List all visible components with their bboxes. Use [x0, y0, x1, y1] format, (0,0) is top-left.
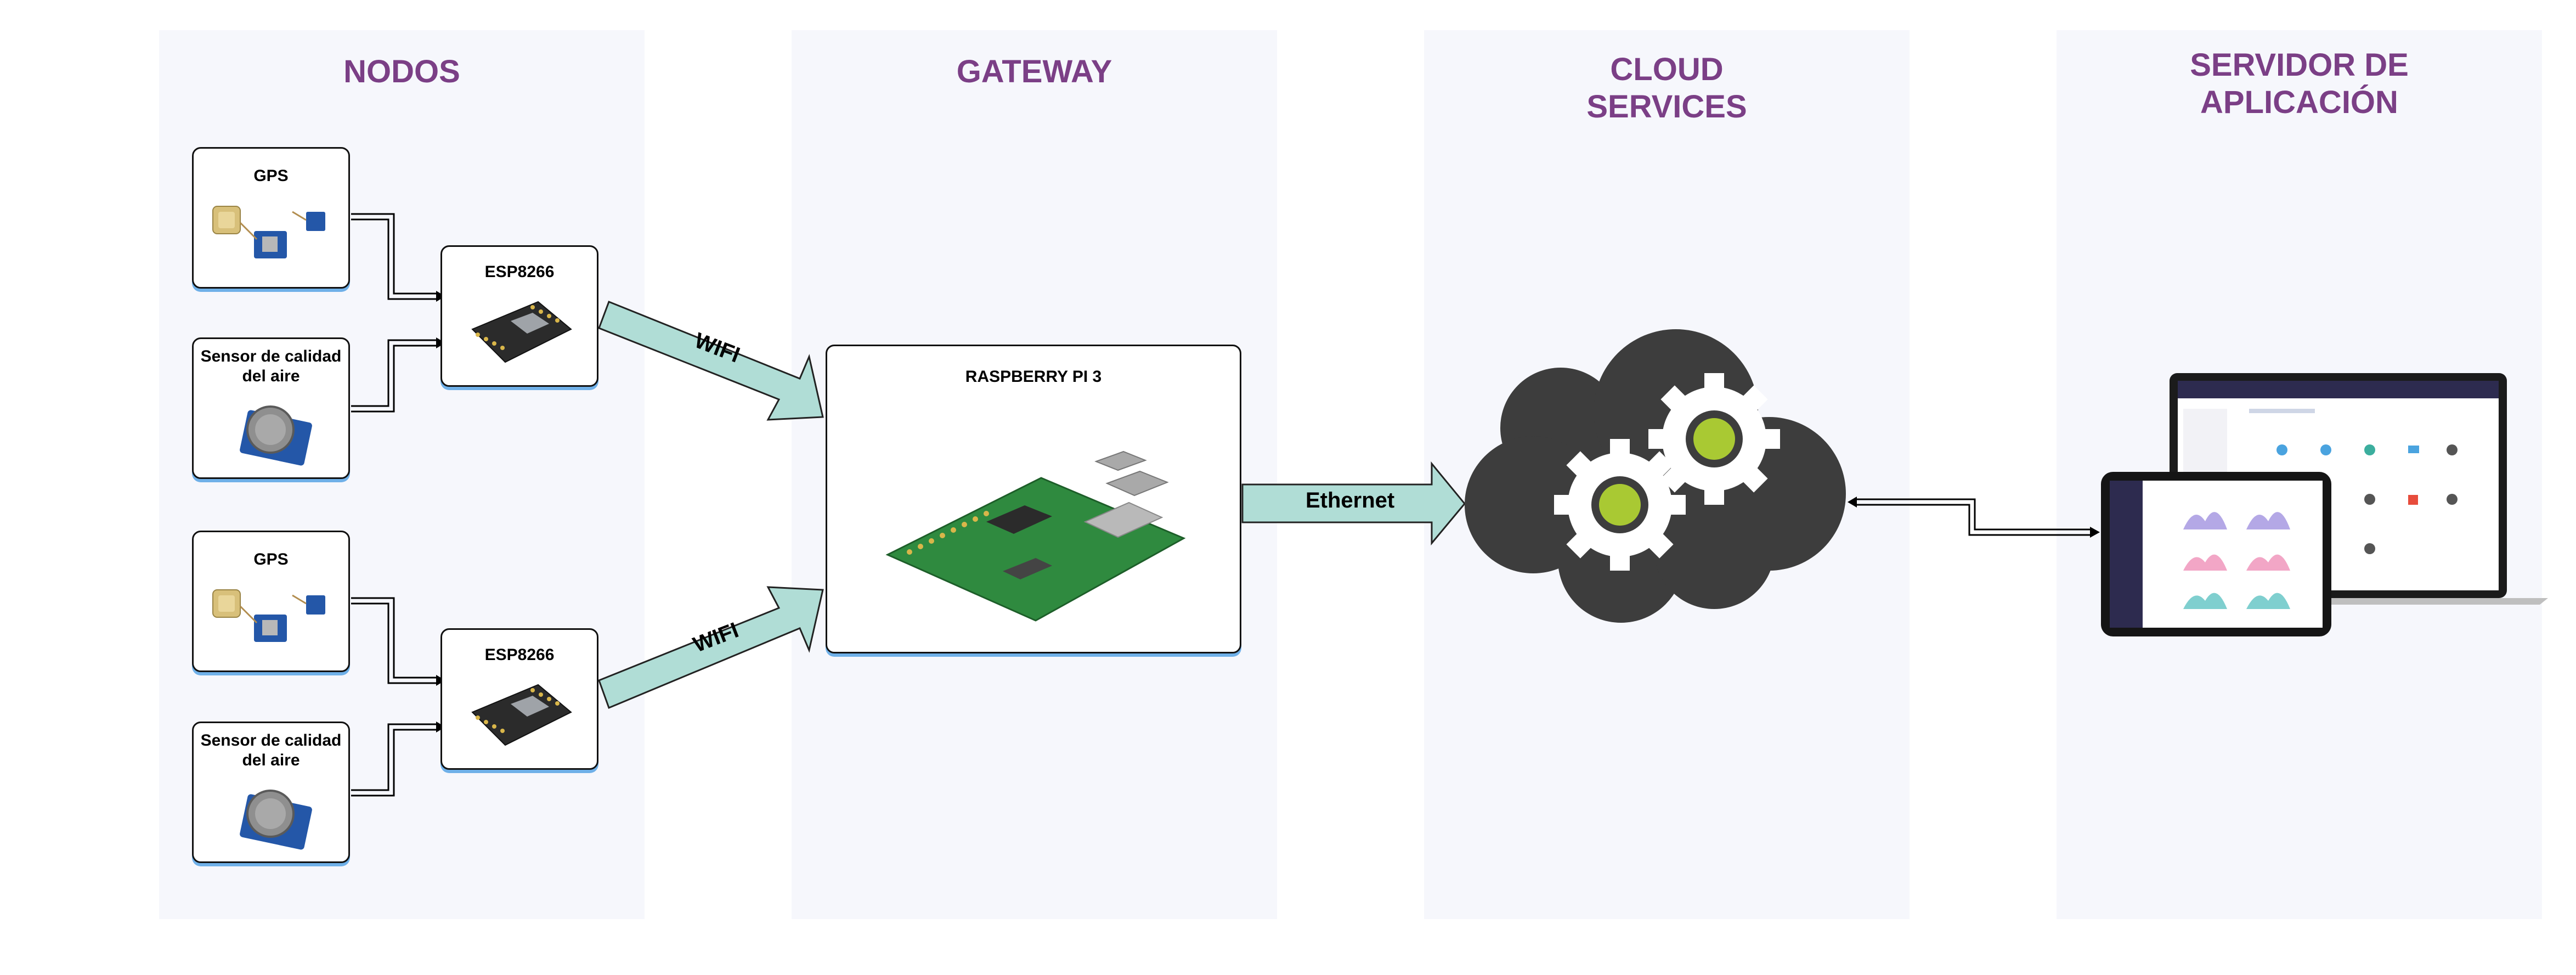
esp-card-1: ESP8266	[440, 245, 598, 387]
cloud-title: CLOUD SERVICES	[1586, 52, 1747, 125]
app-devices-image	[2101, 373, 2548, 636]
ethernet-label: Ethernet	[1306, 488, 1395, 512]
wifi-arrow-shape	[598, 301, 824, 421]
esp-card-2: ESP8266	[440, 628, 598, 770]
esp-label-2: ESP8266	[484, 646, 555, 664]
gps-card-2: GPS	[192, 531, 350, 672]
raspberry-card: RASPBERRY PI 3	[826, 345, 1241, 653]
raspberry-label: RASPBERRY PI 3	[965, 368, 1102, 386]
ethernet-arrow-shape	[1241, 461, 1466, 546]
wifi-arrow-shape-2	[598, 586, 824, 709]
gps-card-1: GPS	[192, 147, 350, 289]
esp8266-board-image	[471, 301, 572, 363]
air-sensor-image	[240, 405, 312, 466]
gps-label: GPS	[253, 167, 289, 185]
air-sensor-label: Sensor de calidad del aire	[200, 347, 342, 385]
gateway-title: GATEWAY	[956, 54, 1112, 89]
esp8266-board-image-2	[471, 684, 572, 746]
app-title: SERVIDOR DE APLICACIÓN	[2190, 47, 2409, 120]
air-sensor-image-2	[240, 790, 312, 850]
gps-module-image-2	[212, 589, 325, 642]
nodes-title: NODOS	[343, 54, 460, 89]
air-sensor-card-1: Sensor de calidad del aire	[192, 337, 350, 479]
esp-label: ESP8266	[484, 263, 555, 281]
raspberry-pi-image	[885, 450, 1186, 622]
gps-module-image	[212, 206, 325, 258]
cloud-services-icon	[1465, 329, 1846, 623]
air-sensor-card-2: Sensor de calidad del aire	[192, 722, 350, 863]
gps-label-2: GPS	[253, 550, 289, 568]
air-sensor-label-2: Sensor de calidad del aire	[200, 731, 342, 769]
